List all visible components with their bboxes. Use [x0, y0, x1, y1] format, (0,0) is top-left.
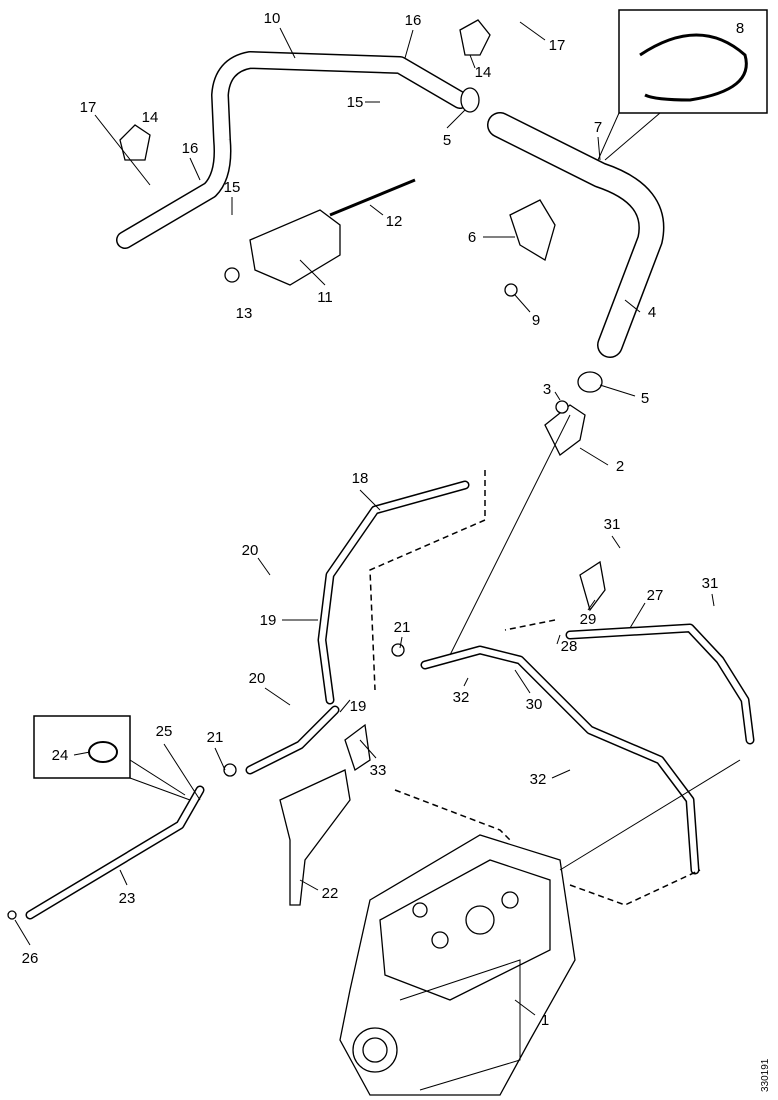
- clamp-5b: [577, 371, 603, 393]
- callout-28: 28: [561, 638, 578, 655]
- callout-21: 21: [394, 619, 411, 636]
- callout-5: 5: [443, 132, 451, 149]
- callout-16: 16: [405, 12, 422, 29]
- callout-14: 14: [142, 109, 159, 126]
- callout-9: 9: [532, 312, 540, 329]
- callout-10: 10: [264, 10, 281, 27]
- callout-31: 31: [604, 516, 621, 533]
- nut-13: [224, 267, 240, 283]
- tube-23: [25, 785, 205, 920]
- callout-16: 16: [182, 140, 199, 157]
- callout-22: 22: [322, 885, 339, 902]
- tube-connecting: [245, 705, 340, 775]
- pipe-clip-part: [88, 741, 118, 763]
- callout-26: 26: [22, 950, 39, 967]
- bracket-6: [509, 199, 556, 261]
- callout-14: 14: [475, 64, 492, 81]
- callout-19: 19: [350, 698, 367, 715]
- callout-11: 11: [317, 289, 333, 306]
- tube-30: [420, 645, 700, 875]
- tube-27: [565, 623, 755, 745]
- coolant-hose-4: [487, 112, 665, 358]
- callout-17: 17: [80, 99, 97, 116]
- callout-30: 30: [526, 696, 543, 713]
- leader-lines: [14, 21, 741, 1016]
- bolt-12: [329, 178, 416, 217]
- hose-clamp-part: [639, 33, 748, 102]
- clamp-5: [460, 87, 480, 113]
- bracket-22: [279, 769, 351, 906]
- callout-18: 18: [352, 470, 369, 487]
- callout-15: 15: [347, 94, 364, 111]
- compressor-1: [339, 834, 576, 1096]
- callout-12: 12: [386, 213, 403, 230]
- callout-32: 32: [530, 771, 547, 788]
- bracket-33: [344, 723, 371, 772]
- inset-box-clip: [33, 715, 131, 779]
- callout-32: 32: [453, 689, 470, 706]
- callout-7: 7: [594, 119, 602, 136]
- callout-5: 5: [641, 390, 649, 407]
- callout-1: 1: [541, 1012, 549, 1029]
- callout-24: 24: [52, 747, 69, 764]
- callout-2: 2: [616, 458, 624, 475]
- callout-31: 31: [702, 575, 719, 592]
- callout-29: 29: [580, 611, 597, 628]
- callout-13: 13: [236, 305, 253, 322]
- callout-8: 8: [736, 20, 744, 37]
- drawing-code: 330191: [760, 1058, 771, 1092]
- callout-labels: 10 16 17 14 8 15 5 7 17 14 16 15 12 6 13…: [22, 10, 745, 1029]
- inset-box-clamp: [618, 9, 768, 114]
- callout-21: 21: [207, 729, 224, 746]
- callout-20: 20: [249, 670, 266, 687]
- clip-21b: [223, 763, 237, 777]
- seal-3: [555, 400, 569, 414]
- callout-6: 6: [468, 229, 476, 246]
- callout-25: 25: [156, 723, 173, 740]
- bracket-11: [249, 209, 341, 286]
- callout-19: 19: [260, 612, 277, 629]
- callout-27: 27: [647, 587, 664, 604]
- callout-4: 4: [648, 304, 656, 321]
- nut-26: [7, 910, 17, 920]
- callout-15: 15: [224, 179, 241, 196]
- clamp-14: [119, 124, 151, 161]
- callout-3: 3: [543, 381, 551, 398]
- callout-23: 23: [119, 890, 136, 907]
- callout-33: 33: [370, 762, 387, 779]
- clip-21: [391, 643, 405, 657]
- nut-9: [504, 283, 518, 297]
- clamp-14b: [459, 19, 491, 56]
- tube-18: [317, 480, 470, 705]
- callout-20: 20: [242, 542, 259, 559]
- coolant-hose-10: [116, 51, 469, 249]
- callout-17: 17: [549, 37, 566, 54]
- bracket-29: [579, 560, 606, 612]
